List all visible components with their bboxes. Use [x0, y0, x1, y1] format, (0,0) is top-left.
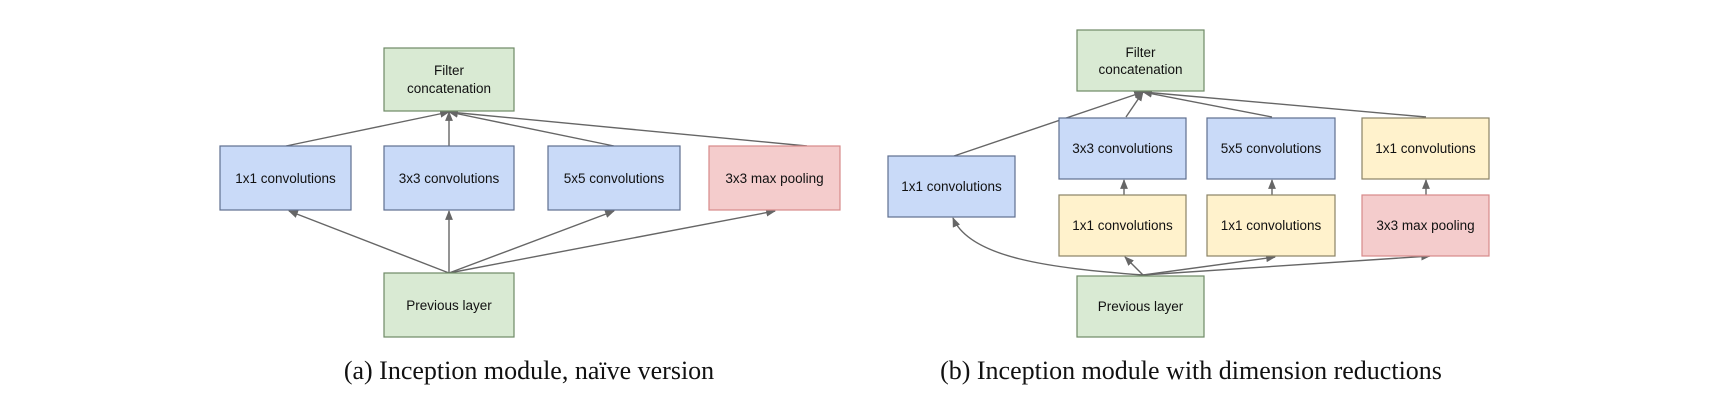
- conv-5x5-node: 5x5 convolutions: [1206, 117, 1336, 180]
- reduce-1x1-for-5x5-node: 1x1 convolutions: [1206, 194, 1336, 257]
- previous-layer-label: Previous layer: [406, 298, 492, 313]
- edge-conv1x1-to-concat: [953, 91, 1144, 157]
- conv-1x1-node: 1x1 convolutions: [219, 145, 352, 211]
- reduce-1x1-for-3x3-node: 1x1 convolutions: [1058, 194, 1187, 257]
- edge-conv5x5-to-concat: [1142, 89, 1273, 118]
- edge-conv3x3-to-concat: [1125, 91, 1144, 118]
- max-pooling-label: 3x3 max pooling: [1376, 218, 1474, 233]
- edge-prev-to-maxpool: [448, 208, 776, 274]
- filter-concatenation-label-line-2: concatenation: [407, 81, 491, 96]
- max-pooling-label: 3x3 max pooling: [725, 171, 823, 186]
- pool-projection-1x1-label: 1x1 convolutions: [1375, 141, 1476, 156]
- conv-1x1-node: 1x1 convolutions: [887, 155, 1016, 218]
- diagram-a-edges: [285, 108, 808, 274]
- caption-b: (b) Inception module with dimension redu…: [940, 356, 1442, 385]
- previous-layer-node: Previous layer: [383, 272, 515, 338]
- edge-prev-to-conv1x1: [288, 210, 450, 274]
- conv-5x5-label: 5x5 convolutions: [1221, 141, 1322, 156]
- edge-prev-to-reduce5x5: [1142, 254, 1276, 276]
- conv-1x1-label: 1x1 convolutions: [235, 171, 336, 186]
- previous-layer-node: Previous layer: [1076, 275, 1205, 338]
- max-pooling-node: 3x3 max pooling: [708, 145, 841, 211]
- edge-maxpool-to-concat: [448, 108, 808, 147]
- edge-conv1x1-to-concat: [285, 109, 450, 147]
- filter-concatenation-label-line-2: concatenation: [1098, 62, 1182, 77]
- edge-projection-to-concat: [1142, 88, 1427, 118]
- pool-projection-1x1-node: 1x1 convolutions: [1361, 117, 1490, 180]
- filter-concatenation-node: Filter concatenation: [1076, 29, 1205, 92]
- edge-prev-to-maxpool: [1142, 252, 1431, 276]
- edge-prev-to-reduce3x3: [1124, 256, 1144, 276]
- diagram-a: Filter concatenation 1x1 convolutions 3x…: [219, 47, 841, 385]
- diagram-b: Filter concatenation 1x1 convolutions 3x…: [887, 29, 1490, 385]
- filter-concatenation-label-line-1: Filter: [434, 63, 465, 78]
- conv-5x5-node: 5x5 convolutions: [547, 145, 681, 211]
- conv-1x1-label: 1x1 convolutions: [901, 179, 1002, 194]
- conv-3x3-label: 3x3 convolutions: [1072, 141, 1173, 156]
- conv-3x3-label: 3x3 convolutions: [399, 171, 500, 186]
- caption-a: (a) Inception module, naïve version: [344, 356, 714, 385]
- max-pooling-node: 3x3 max pooling: [1361, 194, 1490, 257]
- conv-5x5-label: 5x5 convolutions: [564, 171, 665, 186]
- reduce-1x1-for-3x3-label: 1x1 convolutions: [1072, 218, 1173, 233]
- conv-3x3-node: 3x3 convolutions: [383, 145, 515, 211]
- filter-concatenation-label-line-1: Filter: [1126, 45, 1157, 60]
- edge-prev-to-conv1x1: [952, 217, 1144, 276]
- edge-conv5x5-to-concat: [448, 109, 615, 147]
- diagram-b-edges: [952, 88, 1431, 276]
- reduce-1x1-for-5x5-label: 1x1 convolutions: [1221, 218, 1322, 233]
- previous-layer-label: Previous layer: [1098, 299, 1184, 314]
- filter-concatenation-node: Filter concatenation: [383, 47, 515, 112]
- edge-prev-to-conv5x5: [448, 210, 615, 274]
- conv-3x3-node: 3x3 convolutions: [1058, 117, 1187, 180]
